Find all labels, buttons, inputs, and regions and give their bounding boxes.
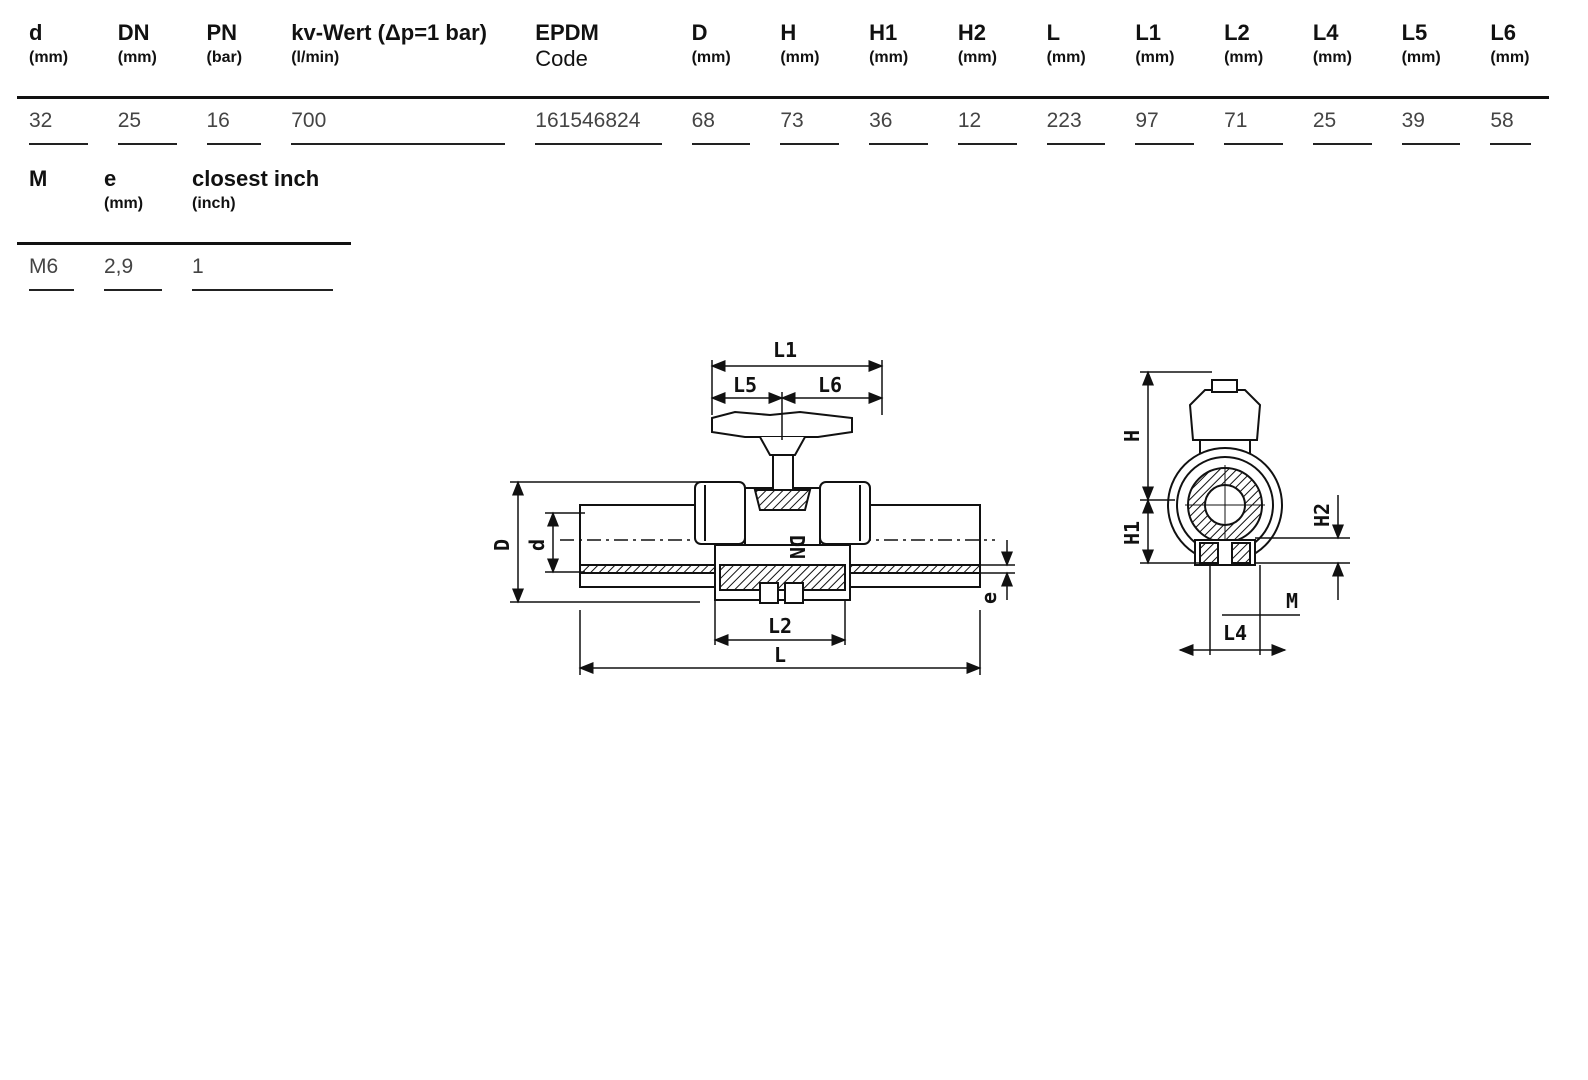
header-L: L(mm) (1034, 20, 1124, 99)
dimensions-table: d(mm) DN(mm) PN(bar) kv-Wert (Δp=1 bar)(… (17, 20, 1549, 145)
cell-L6: 58 (1478, 98, 1549, 145)
dn-label: DN (785, 535, 809, 559)
cell-H: 73 (768, 98, 857, 145)
header-e: e(mm) (92, 166, 180, 245)
table-row: 32 25 16 700 161546824 68 73 36 12 223 9… (17, 98, 1549, 145)
thread-table: M e(mm) closest inch(inch) M6 2,9 1 (17, 166, 351, 291)
cell-L1: 97 (1123, 98, 1212, 145)
d-outer-label: D (490, 539, 514, 551)
h-label: H (1120, 430, 1144, 442)
header-L5: L5(mm) (1389, 20, 1479, 99)
l2-label: L2 (768, 614, 792, 638)
cell-L: 223 (1035, 98, 1124, 145)
cell-D: 68 (680, 98, 769, 145)
header-kv: kv-Wert (Δp=1 bar)(l/min) (279, 20, 524, 99)
header-L6: L6(mm) (1478, 20, 1549, 99)
header-L2: L2(mm) (1212, 20, 1301, 99)
table-header-row: M e(mm) closest inch(inch) (17, 166, 351, 245)
cell-d: 32 (17, 98, 106, 145)
cell-epdm-code: 161546824 (523, 98, 679, 145)
valve-side-view: DN L1 L5 L6 L2 L D d (490, 338, 1015, 675)
valve-front-view: H H1 H2 M L4 (1120, 370, 1350, 656)
header-M: M (17, 166, 92, 245)
cell-kv: 700 (279, 98, 523, 145)
m-label: M (1286, 589, 1298, 613)
header-closest-inch: closest inch(inch) (180, 166, 351, 245)
header-L4: L4(mm) (1300, 20, 1390, 99)
l4-label: L4 (1223, 621, 1247, 645)
cell-closest-inch: 1 (180, 244, 351, 291)
header-d: d(mm) (17, 20, 106, 99)
h2-label: H2 (1310, 503, 1334, 527)
cell-L2: 71 (1212, 98, 1301, 145)
header-L1: L1(mm) (1123, 20, 1213, 99)
table-header-row: d(mm) DN(mm) PN(bar) kv-Wert (Δp=1 bar)(… (17, 20, 1549, 99)
header-H1: H1(mm) (857, 20, 946, 99)
cell-e: 2,9 (92, 244, 180, 291)
header-dn: DN(mm) (105, 20, 195, 99)
cell-L5: 39 (1390, 98, 1479, 145)
cell-H1: 36 (857, 98, 946, 145)
cell-dn: 25 (106, 98, 195, 145)
l6-label: L6 (818, 373, 842, 397)
l5-label: L5 (733, 373, 757, 397)
cell-M: M6 (17, 244, 92, 291)
header-D: D(mm) (679, 20, 769, 99)
header-pn: PN(bar) (194, 20, 280, 99)
header-H2: H2(mm) (945, 20, 1035, 99)
l1-label: L1 (773, 338, 797, 362)
cell-L4: 25 (1301, 98, 1390, 145)
e-label: e (977, 592, 1001, 604)
d-inner-label: d (525, 539, 549, 551)
h1-label: H1 (1120, 521, 1144, 545)
cell-pn: 16 (195, 98, 280, 145)
table-row: M6 2,9 1 (17, 244, 351, 291)
l-label: L (774, 643, 786, 667)
header-H: H(mm) (768, 20, 858, 99)
cell-H2: 12 (946, 98, 1035, 145)
